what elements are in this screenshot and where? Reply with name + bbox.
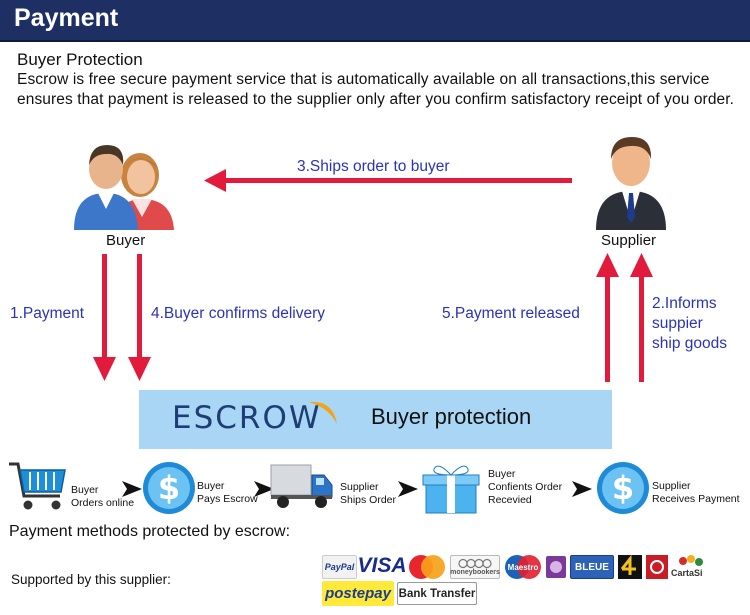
step-4-line-3: Recevied <box>488 494 532 506</box>
step-1-line-1: Buyer <box>71 484 99 496</box>
informs-line-1: 2.Informs <box>652 295 717 312</box>
step-supplier-ships-text: Supplier Ships Order <box>340 481 396 507</box>
buyer-label: Buyer <box>106 232 146 249</box>
shopping-cart-icon <box>9 462 66 510</box>
cartasi-logo-text: CartaSi <box>671 568 703 578</box>
released-arrow-shaft <box>605 274 610 382</box>
escrow-banner: ESCROW Buyer protection <box>139 390 612 449</box>
svg-text:$: $ <box>612 469 634 507</box>
informs-supplier-label: 2.Informs suppier ship goods <box>652 294 727 354</box>
payment-released-label: 5.Payment released <box>442 305 580 322</box>
step-arrow-2-icon <box>254 481 274 497</box>
informs-arrow-head <box>630 253 653 277</box>
carte-bleue-logo: BLEUE <box>570 555 614 579</box>
informs-line-3: ship goods <box>652 335 727 352</box>
moneybookers-rings-icon <box>458 558 492 569</box>
red-card-logo <box>646 555 668 579</box>
step-arrow-4-icon <box>572 481 592 497</box>
bank-transfer-logo: Bank Transfer <box>397 582 477 605</box>
postepay-logo: postepay <box>322 581 394 606</box>
supported-label: Supported by this supplier: <box>11 572 171 587</box>
step-arrow-3-icon <box>398 481 418 497</box>
maestro-text: Maestro <box>508 563 539 572</box>
supplier-businessman-icon <box>596 137 666 230</box>
payment-arrow-head <box>93 357 116 381</box>
mastercard-logo <box>409 555 445 579</box>
step-supplier-receives-text: Supplier Receives Payment <box>652 480 740 506</box>
buyer-confirms-label: 4.Buyer confirms delivery <box>151 305 326 322</box>
step-4-line-1: Buyer <box>488 468 516 480</box>
step-2-line-1: Buyer <box>197 480 225 492</box>
maestro-logo: Maestro <box>505 555 541 579</box>
step-buyer-pays-text: Buyer Pays Escrow <box>197 480 258 506</box>
payment-arrow-shaft <box>102 254 107 360</box>
moneybookers-logo: moneybookers <box>450 555 500 579</box>
step-2-line-2: Pays Escrow <box>197 493 258 505</box>
dollar-coin-icon: $ <box>597 462 649 514</box>
released-arrow-head <box>596 253 619 277</box>
visa-logo: VISA <box>357 554 407 577</box>
header-bar: Payment <box>0 0 750 42</box>
step-3-line-2: Ships Order <box>340 494 397 506</box>
escrow-subtitle: Buyer protection <box>371 404 532 429</box>
ships-order-label: 3.Ships order to buyer <box>297 158 450 175</box>
step-5-line-1: Supplier <box>652 480 691 492</box>
4b-logo <box>618 555 642 579</box>
confirms-arrow-shaft <box>137 254 142 360</box>
dollar-coin-icon: $ <box>143 462 195 514</box>
delivery-truck-icon <box>270 464 333 508</box>
cartasi-logo-icon <box>679 555 703 566</box>
gift-box-icon <box>422 465 480 514</box>
step-buyer-orders-text: Buyer Orders online <box>71 484 134 510</box>
ships-arrow-shaft <box>222 178 572 183</box>
page-title: Payment <box>14 4 119 32</box>
supplier-label: Supplier <box>601 232 657 249</box>
svg-text:$: $ <box>158 469 180 507</box>
card-small-logo <box>546 556 566 578</box>
informs-line-2: suppier <box>652 315 703 332</box>
step-5-line-2: Receives Payment <box>652 493 740 505</box>
buyer-protection-description: Escrow is free secure payment service th… <box>17 71 735 108</box>
step-arrow-1-icon <box>122 481 142 497</box>
ships-arrow-head <box>204 169 226 192</box>
buyer-protection-heading: Buyer Protection <box>17 50 143 69</box>
step-1-line-2: Orders online <box>71 497 135 509</box>
escrow-swoosh-icon <box>309 401 337 424</box>
escrow-word: ESCROW <box>172 400 322 436</box>
buyer-couple-icon <box>74 145 174 230</box>
step-buyer-confirms-text: Buyer Confients Order Recevied <box>488 468 562 507</box>
step-4-line-2: Confients Order <box>488 481 563 493</box>
informs-arrow-shaft <box>639 274 644 382</box>
step-3-line-1: Supplier <box>340 481 379 493</box>
payment-methods-title: Payment methods protected by escrow: <box>9 523 291 540</box>
paypal-logo: PayPal <box>322 555 357 579</box>
confirms-arrow-head <box>128 357 151 381</box>
moneybookers-text: moneybookers <box>450 569 500 576</box>
payment-label: 1.Payment <box>10 305 85 322</box>
